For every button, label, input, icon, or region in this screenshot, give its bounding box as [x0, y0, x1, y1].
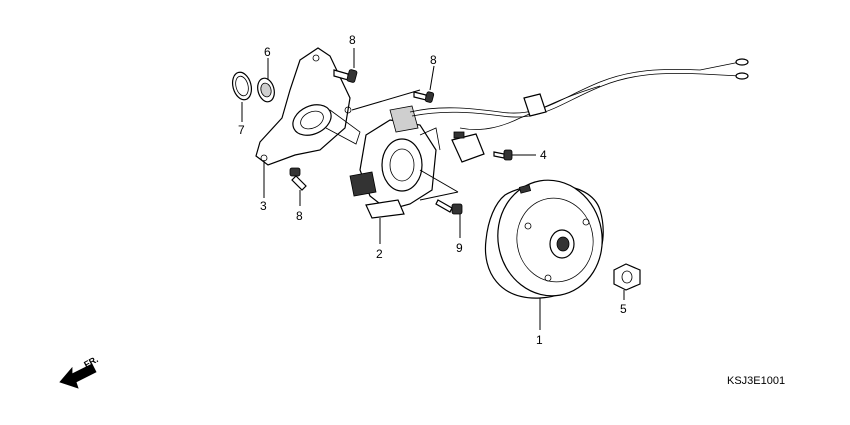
callout-4: 4 [540, 148, 547, 162]
callout-2: 2 [376, 247, 383, 261]
callout-1: 1 [536, 333, 543, 347]
callout-9: 9 [456, 241, 463, 255]
drawing-code: KSJ3E1001 [727, 375, 785, 387]
front-arrow-icon [59, 363, 97, 389]
callout-3: 3 [260, 199, 267, 213]
bolt-part-8-lower [289, 167, 307, 191]
stator-part-2 [349, 105, 441, 219]
screw-part-4 [493, 149, 513, 161]
oil-seal-part-6 [257, 77, 275, 103]
callout-8-middle: 8 [430, 53, 437, 67]
pulse-generator [451, 131, 485, 163]
bolt-part-9 [435, 199, 463, 215]
o-ring-part-7 [231, 71, 253, 101]
wire-harness [409, 58, 749, 130]
cover-plate-part-3 [255, 47, 361, 166]
flywheel-part-1 [484, 179, 604, 299]
bolt-part-8-middle [413, 91, 435, 103]
leader-lines [241, 48, 625, 330]
front-label: FR. [82, 354, 99, 370]
callout-8-top: 8 [349, 33, 356, 47]
callout-6: 6 [264, 45, 271, 59]
nut-part-5 [613, 263, 641, 291]
bolt-part-8-top [333, 69, 358, 83]
callout-5: 5 [620, 302, 627, 316]
callout-7: 7 [238, 123, 245, 137]
callout-8-lower: 8 [296, 209, 303, 223]
